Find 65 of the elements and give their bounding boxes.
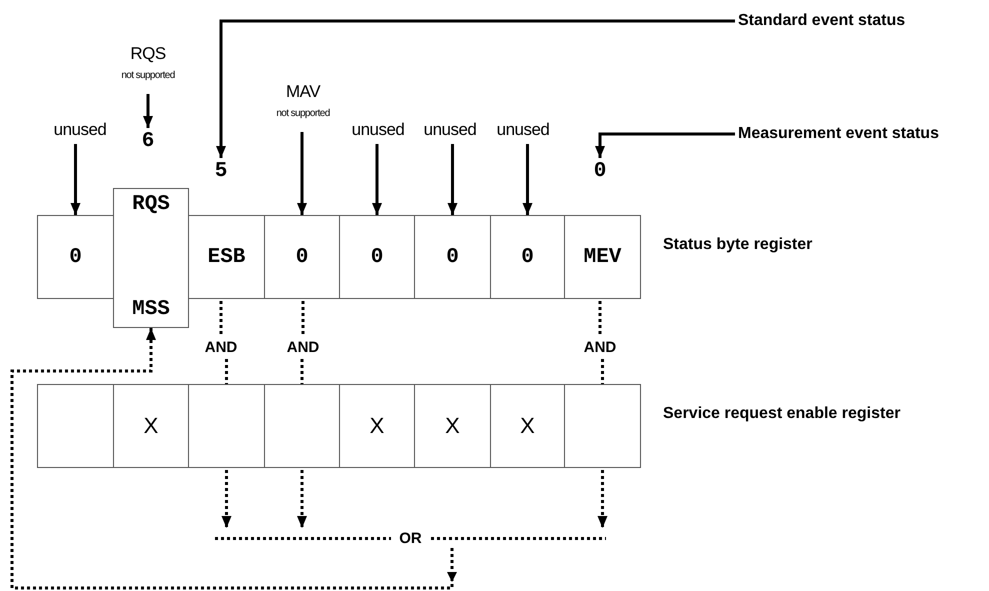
mask-mark: X [445, 413, 460, 439]
register-cell [113, 188, 189, 328]
register-cell [264, 384, 340, 468]
arrow [297, 132, 307, 215]
register-cell [188, 384, 265, 468]
dotted-arrow [222, 470, 232, 528]
bit-annotation: unused [424, 120, 476, 140]
dotted-arrow [598, 470, 608, 528]
bit-name: RQS [132, 193, 170, 216]
register-cell [339, 215, 415, 299]
register-cell [414, 384, 491, 468]
bit-name: 0 [69, 246, 82, 268]
note-text: not supported [276, 108, 330, 119]
bit-annotation: unused [496, 120, 550, 140]
register-cell [490, 215, 565, 299]
arrow [448, 144, 458, 215]
bit-annotation: RQS [130, 44, 166, 64]
bit-annotation: unused [54, 120, 106, 140]
and-gate-label: AND [580, 337, 620, 357]
bit-name: MSS [132, 298, 170, 321]
arrow [143, 94, 153, 128]
register-cell [414, 215, 491, 299]
note-text: not supported [121, 70, 175, 81]
dotted-line [220, 301, 222, 337]
bit-name: MEV [584, 246, 622, 268]
register-cell [188, 215, 265, 299]
register-label: Status byte register [663, 236, 812, 254]
register-cell [37, 215, 114, 299]
arrow [216, 20, 735, 158]
dotted-line [225, 359, 228, 384]
register-cell [564, 384, 641, 468]
arrow [522, 144, 532, 215]
mask-mark: X [370, 413, 384, 439]
register-cell [564, 215, 641, 299]
bit-name: 0 [446, 246, 459, 268]
or-gate-label: OR [391, 530, 430, 546]
arrow [372, 144, 382, 215]
dotted-line [300, 359, 304, 384]
bit-name: 0 [370, 246, 384, 268]
register-cell [264, 215, 340, 299]
bit-name: ESB [208, 246, 246, 268]
bit-number: 6 [136, 128, 160, 154]
signal-label: Standard event status [738, 10, 968, 32]
bit-number: 0 [588, 158, 612, 184]
arrow [70, 144, 80, 215]
and-gate-label: AND [283, 337, 323, 357]
dotted-line [601, 359, 604, 384]
arrow [595, 132, 735, 158]
mask-mark: X [144, 413, 158, 439]
register-cell [490, 384, 565, 468]
signal-label: Measurement event status [738, 123, 978, 145]
mask-mark: X [520, 413, 535, 439]
dotted-arrow [297, 470, 307, 528]
dotted-line [598, 301, 602, 337]
bit-number: 5 [209, 158, 233, 184]
bit-annotation: MAV [286, 82, 320, 102]
register-cell [37, 384, 114, 468]
register-label: Service request enable register [663, 405, 900, 423]
bit-name: 0 [521, 246, 534, 268]
and-gate-label: AND [201, 337, 241, 357]
bit-name: 0 [296, 246, 308, 268]
dotted-line [302, 301, 304, 337]
register-cell [339, 384, 415, 468]
bit-annotation: unused [352, 120, 404, 140]
register-cell [113, 384, 189, 468]
